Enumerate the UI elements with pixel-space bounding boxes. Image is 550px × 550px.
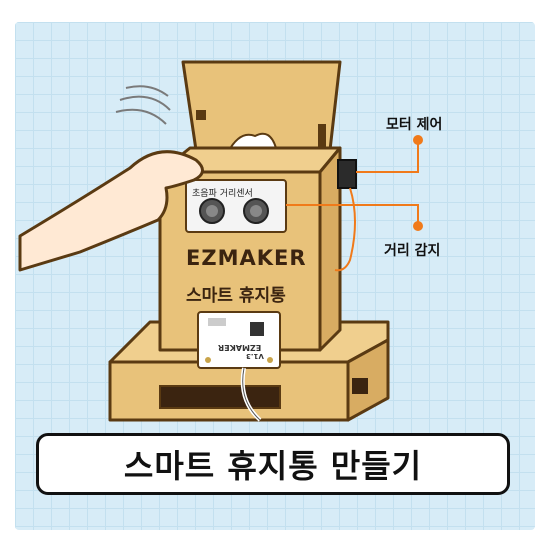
board-version-text: V1.3 (246, 352, 264, 360)
circuit-board (197, 311, 281, 369)
board-brand-text: EZMAKER (218, 343, 262, 352)
motion-lines (115, 85, 171, 125)
ultrasonic-sensor (185, 179, 287, 233)
sensor-label: 초음파 거리센서 (192, 189, 253, 199)
title-banner: 스마트 휴지통 만들기 (36, 433, 510, 495)
brand-text: EZMAKER (186, 246, 307, 270)
callout-distance-sensing: 거리 감지 (384, 243, 441, 259)
servo-motor (334, 159, 357, 272)
hand (18, 150, 204, 272)
product-text: 스마트 휴지통 (186, 286, 286, 306)
callout-lines (286, 135, 423, 231)
open-lid (181, 60, 342, 152)
callout-motor-control: 모터 제어 (386, 117, 443, 133)
banner-title: 스마트 휴지통 만들기 (123, 447, 423, 485)
